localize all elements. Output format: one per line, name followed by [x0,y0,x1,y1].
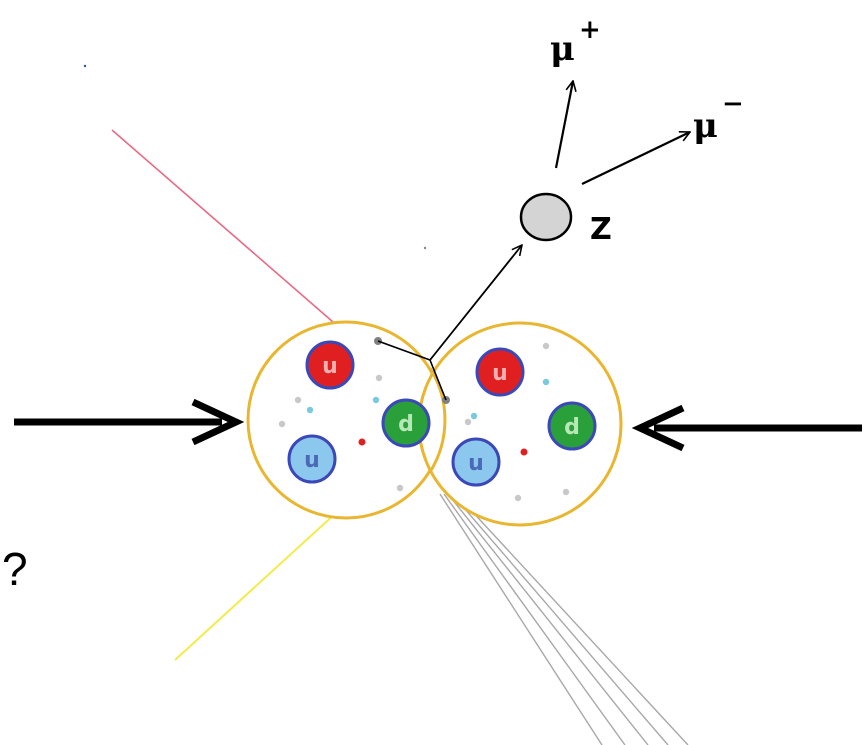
mu-plus-label: μ + [550,15,601,69]
left-beam-arrow [14,398,245,446]
stray-dot [423,246,427,250]
svg-text:u: u [304,448,320,473]
right-up-quark-red: u [475,347,525,397]
svg-text:u: u [492,361,508,386]
z-boson [519,192,573,242]
question-mark: ? [2,543,28,595]
z-production-arrow [429,245,522,361]
svg-text:μ: μ [693,106,718,146]
svg-text:d: d [564,415,580,440]
jet-tracks [439,493,689,745]
left-up-quark-red: u [305,340,355,390]
mu-minus-arrow [581,131,690,185]
stray-dot [83,64,87,68]
svg-text:d: d [398,412,414,437]
svg-text:μ: μ [550,29,575,69]
z-label: Z [590,212,612,247]
svg-text:u: u [322,354,338,379]
right-down-quark-green: d [547,401,597,451]
sea-partons [278,342,570,502]
left-proton-overlap-arc [428,367,447,473]
pink-track [111,129,334,323]
mu-minus-label: μ − [693,89,744,146]
svg-text:u: u [468,451,484,476]
svg-text:+: + [579,15,601,45]
right-up-quark-blue: u [451,437,501,487]
svg-text:−: − [722,89,744,119]
left-up-quark-blue: u [287,434,337,484]
left-down-quark-green: d [381,398,431,448]
right-beam-arrow [631,404,862,452]
mu-plus-arrow [554,81,573,169]
